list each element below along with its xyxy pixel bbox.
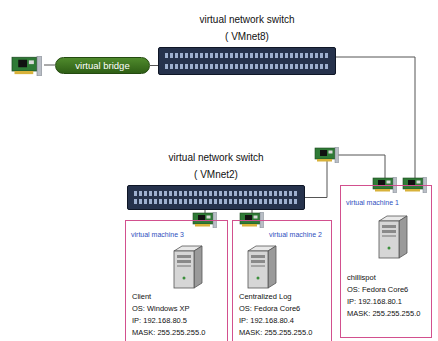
vm-detail: IP: 192.168.80.1 bbox=[347, 296, 420, 308]
nic-card bbox=[315, 147, 339, 163]
nic-wire bbox=[44, 65, 55, 66]
server-icon bbox=[174, 246, 202, 288]
switch-ports bbox=[134, 199, 298, 204]
switch-heading: virtual network switch( VMnet2) bbox=[98, 149, 334, 183]
vm-detail: IP: 192.168.80.5 bbox=[132, 315, 205, 327]
vm-detail: Centralized Log bbox=[239, 291, 312, 303]
network-switch: virtual network switch( VMnet8) bbox=[158, 47, 336, 75]
virtual-machine-box: virtual machine 3 ClientOS: Windows XPIP:… bbox=[125, 220, 228, 341]
vm-detail: Client bbox=[132, 291, 205, 303]
vm-details: Centralized LogOS: Fedora Core6IP: 192.1… bbox=[239, 291, 312, 339]
vm-detail: IP: 192.168.80.4 bbox=[239, 315, 312, 327]
virtual-machine-box: virtual machine 1 chillispotOS: Fedora Co… bbox=[340, 185, 432, 338]
vm-detail: MASK: 255.255.255.0 bbox=[132, 327, 205, 339]
server-icon bbox=[248, 246, 276, 288]
switch-heading: virtual network switch( VMnet8) bbox=[129, 11, 365, 45]
vm-details: chillispotOS: Fedora Core6IP: 192.168.80… bbox=[347, 272, 420, 320]
vm-details: ClientOS: Windows XPIP: 192.168.80.5MASK… bbox=[132, 291, 205, 339]
vm-detail: MASK: 255.255.255.0 bbox=[239, 327, 312, 339]
bridge-label: virtual bridge bbox=[75, 60, 129, 71]
switch-ports bbox=[165, 53, 329, 58]
virtual-bridge: virtual bridge bbox=[55, 57, 150, 74]
network-switch: virtual network switch( VMnet2) bbox=[127, 185, 305, 210]
virtual-machine-box: virtual machine 2 Centralized LogOS: Fedo… bbox=[232, 220, 332, 341]
vm-detail: OS: Fedora Core6 bbox=[239, 303, 312, 315]
vm-title: virtual machine 3 bbox=[131, 231, 184, 238]
vm-title: virtual machine 1 bbox=[346, 199, 399, 206]
nic-card bbox=[12, 56, 41, 76]
switch-label: virtual network switch bbox=[98, 149, 334, 166]
network-link bbox=[336, 57, 415, 185]
switch-label: ( VMnet8) bbox=[129, 28, 365, 45]
vm-title: virtual machine 2 bbox=[269, 231, 322, 238]
switch-label: ( VMnet2) bbox=[98, 166, 334, 183]
network-link bbox=[150, 65, 158, 66]
vm-detail: OS: Windows XP bbox=[132, 303, 205, 315]
switch-ports bbox=[165, 64, 329, 69]
switch-ports bbox=[134, 191, 298, 196]
vm-detail: MASK: 255.255.255.0 bbox=[347, 308, 420, 320]
vm-detail: chillispot bbox=[347, 272, 420, 284]
server-icon bbox=[379, 216, 407, 258]
vm-detail: OS: Fedora Core6 bbox=[347, 284, 420, 296]
switch-label: virtual network switch bbox=[129, 11, 365, 28]
